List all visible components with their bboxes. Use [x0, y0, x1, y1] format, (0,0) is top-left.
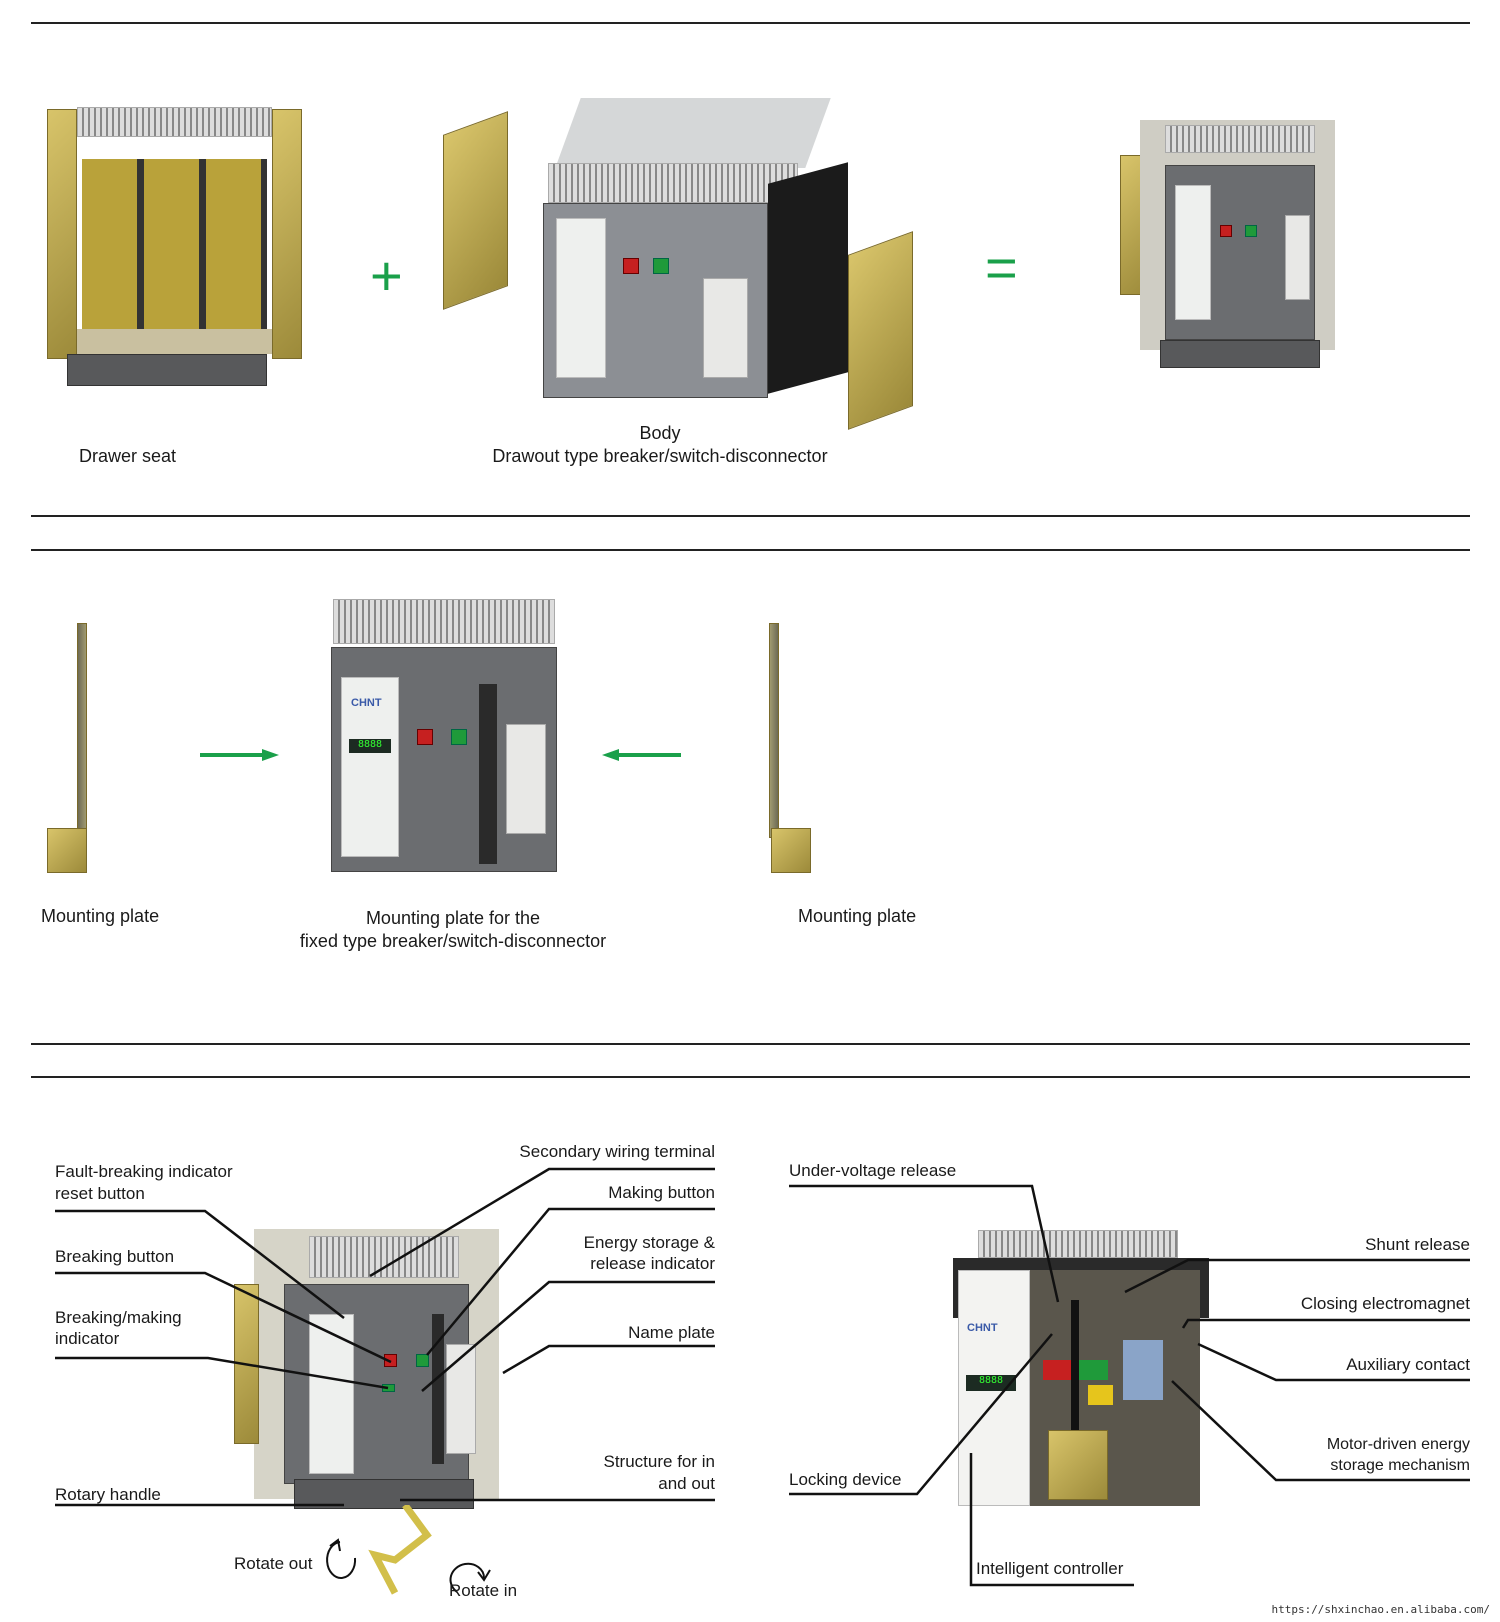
brand-logo: CHNT — [351, 697, 382, 709]
drawout-breaker-body-image — [438, 78, 969, 430]
plus-symbol: + — [370, 244, 403, 307]
fixed-breaker-image: CHNT 8888 — [331, 599, 557, 877]
footer-url: https://shxinchao.en.alibaba.com/ — [1271, 1603, 1490, 1616]
display-readout: 8888 — [966, 1375, 1016, 1391]
display-readout: 8888 — [349, 739, 391, 753]
right-arrow-icon — [200, 748, 279, 761]
divider — [31, 549, 1470, 551]
shunt-release-label: Shunt release — [1365, 1235, 1470, 1254]
energy-storage-label-line1: Energy storage & — [583, 1233, 715, 1252]
structure-label-line1: Structure for in — [603, 1452, 716, 1471]
crank-handle-image — [365, 1502, 435, 1600]
left-arrow-icon — [602, 748, 681, 761]
fault-reset-label-line2: reset button — [55, 1184, 145, 1203]
right-mounting-plate-label: Mounting plate — [798, 906, 917, 926]
drawer-seat-image — [47, 99, 302, 391]
name-plate-label: Name plate — [628, 1323, 715, 1342]
structure-label-line2: and out — [658, 1474, 715, 1493]
left-mounting-plate-image — [47, 623, 99, 875]
auxiliary-contact-label: Auxiliary contact — [1346, 1355, 1470, 1374]
intelligent-controller-label: Intelligent controller — [976, 1559, 1124, 1578]
divider — [31, 515, 1470, 517]
right-mounting-plate-image — [766, 623, 813, 875]
equals-symbol: = — [985, 236, 1018, 299]
breaking-making-label-line2: indicator — [55, 1329, 120, 1348]
rotate-out-label: Rotate out — [234, 1554, 313, 1573]
motor-label-line1: Motor-driven energy — [1326, 1436, 1470, 1453]
breaker-internal-image: CHNT 8888 — [953, 1230, 1209, 1506]
center-label-line1: Mounting plate for the — [365, 908, 541, 928]
divider — [31, 22, 1470, 24]
motor-label-line2: storage mechanism — [1330, 1457, 1470, 1474]
body-label: Body — [639, 423, 681, 443]
breaking-making-label-line1: Breaking/making — [55, 1308, 182, 1327]
center-label-line2: fixed type breaker/switch-disconnector — [299, 931, 607, 951]
making-button-label: Making button — [608, 1183, 715, 1202]
secondary-wiring-label: Secondary wiring terminal — [519, 1142, 715, 1161]
divider — [31, 1076, 1470, 1078]
closing-electromagnet-label: Closing electromagnet — [1300, 1294, 1470, 1313]
rotate-in-label: Rotate in — [449, 1581, 518, 1600]
energy-storage-label-line2: release indicator — [590, 1254, 715, 1273]
breaking-button-label: Breaking button — [55, 1247, 175, 1266]
brand-logo: CHNT — [967, 1322, 998, 1334]
under-voltage-label: Under-voltage release — [789, 1161, 957, 1180]
body-sublabel: Drawout type breaker/switch-disconnector — [492, 446, 828, 466]
fault-reset-label-line1: Fault-breaking indicator — [55, 1162, 233, 1181]
locking-device-label: Locking device — [789, 1470, 902, 1489]
drawer-seat-label: Drawer seat — [79, 446, 177, 466]
rotary-handle-label: Rotary handle — [55, 1485, 161, 1504]
left-mounting-plate-label: Mounting plate — [41, 906, 160, 926]
drawout-breaker-annotated-image — [234, 1224, 511, 1516]
divider — [31, 1043, 1470, 1045]
assembled-breaker-image — [1120, 115, 1355, 375]
